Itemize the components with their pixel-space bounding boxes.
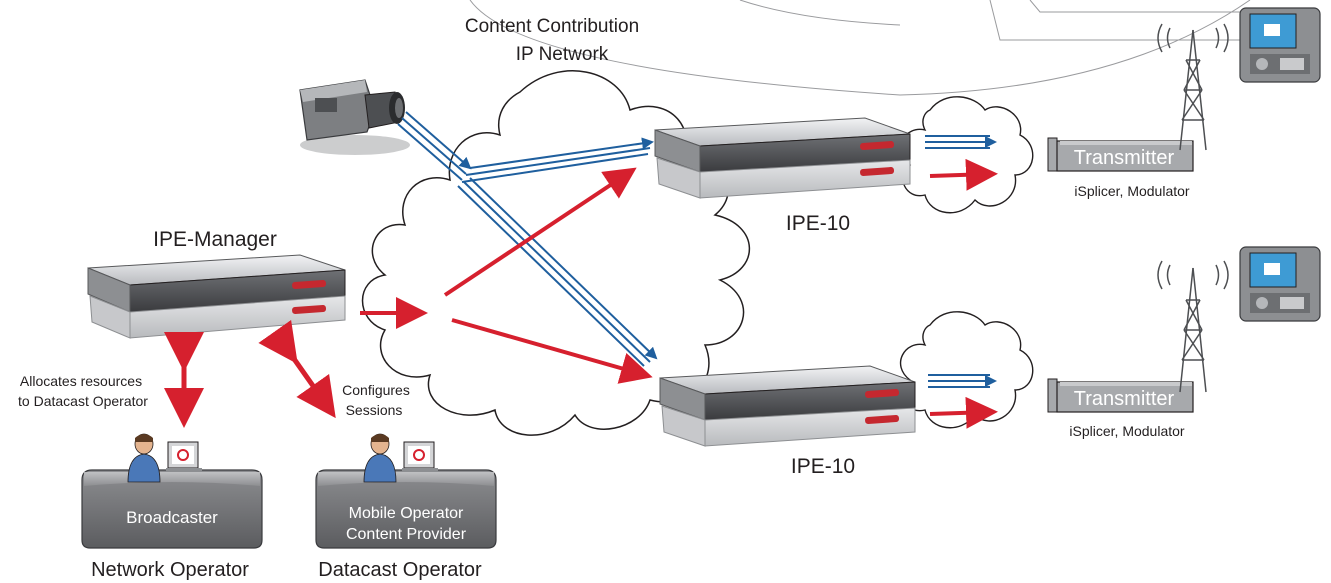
broadcaster-label: Broadcaster <box>126 508 218 527</box>
red-control-flows <box>360 158 998 429</box>
mobile-tv-device-bottom-icon <box>1239 246 1321 322</box>
transmitter-bottom-caption: iSplicer, Modulator <box>1069 423 1185 439</box>
transmitter-top-caption: iSplicer, Modulator <box>1074 183 1190 199</box>
blue-flow-to-ipe-top <box>461 137 654 183</box>
ipe-manager-label: IPE-Manager <box>153 228 277 251</box>
small-cloud-bottom <box>899 311 1034 429</box>
operator-person-icon <box>363 433 438 483</box>
transmitter-top: Transmitter <box>1047 137 1194 172</box>
ipe-manager-server <box>87 254 346 339</box>
video-camera-icon <box>299 79 410 155</box>
configures-text-line2: Sessions <box>346 402 403 418</box>
network-operator-label: Network Operator <box>91 559 249 581</box>
configures-text-line1: Configures <box>342 382 410 398</box>
ipe10-top-label: IPE-10 <box>786 212 850 235</box>
ipe10-bottom-server <box>659 365 916 447</box>
blue-flow-camera-to-top <box>397 111 472 181</box>
small-cloud-top <box>899 96 1034 214</box>
antenna-tower-top-icon <box>1157 23 1229 151</box>
mobile-tv-device-top-icon <box>1239 7 1321 83</box>
blue-flow-out-bottom <box>928 374 997 388</box>
background-arcs <box>469 0 1251 96</box>
network-title-line2: IP Network <box>516 44 609 65</box>
transmitter-bottom: Transmitter <box>1047 378 1194 413</box>
operator-person-icon <box>127 433 202 483</box>
datacast-operator-label: Datacast Operator <box>318 559 482 581</box>
antenna-tower-bottom-icon <box>1157 260 1229 393</box>
mobile-operator-console: Mobile Operator Content Provider <box>315 469 497 549</box>
mobile-operator-label-line1: Mobile Operator <box>349 505 464 522</box>
blue-flow-to-ipe-bottom <box>457 177 658 367</box>
allocates-text-line1: Allocates resources <box>20 373 142 389</box>
red-double-arrow-configures <box>258 319 336 419</box>
ipe10-top-server <box>654 117 911 199</box>
transmitter-top-label: Transmitter <box>1074 147 1175 169</box>
transmitter-bottom-label: Transmitter <box>1074 388 1175 410</box>
ipe10-bottom-label: IPE-10 <box>791 455 855 478</box>
broadcaster-console: Broadcaster <box>81 469 263 549</box>
network-title-line1: Content Contribution <box>465 16 639 37</box>
mobile-operator-label-line2: Content Provider <box>346 526 467 543</box>
blue-flow-out-top <box>925 135 997 149</box>
allocates-text-line2: to Datacast Operator <box>18 393 148 409</box>
